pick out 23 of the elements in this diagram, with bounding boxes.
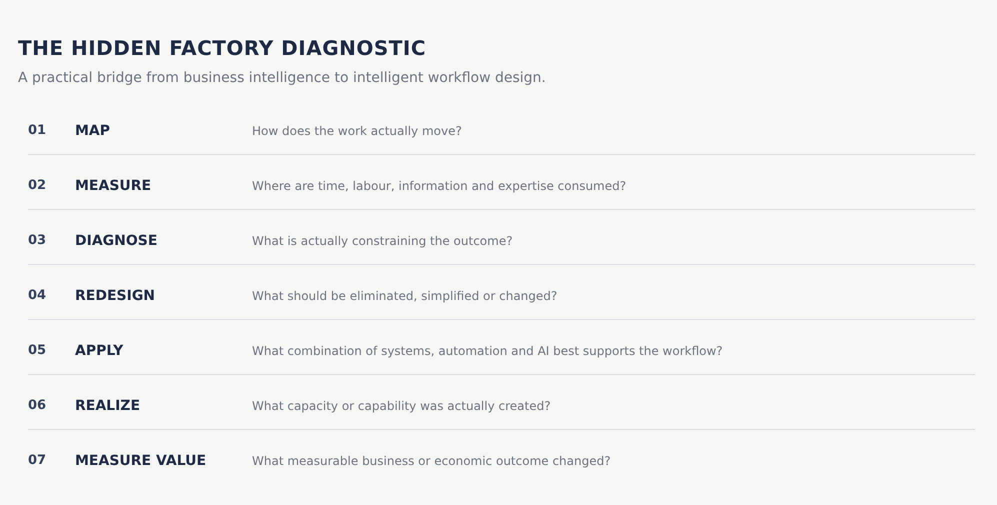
step-number: 05 <box>28 343 46 358</box>
step-name: MAP <box>75 123 110 139</box>
step-name: MEASURE VALUE <box>75 453 206 469</box>
step-number: 06 <box>28 398 46 413</box>
step-number: 07 <box>28 453 46 468</box>
step-name: REALIZE <box>75 398 140 414</box>
step-question: Where are time, labour, information and expertise consumed? <box>252 179 626 193</box>
step-question: What measurable business or economic outcome changed? <box>252 454 611 468</box>
step-question: What capacity or capability was actually created? <box>252 399 551 413</box>
step-name: APPLY <box>75 343 124 359</box>
step-question: What is actually constraining the outcome? <box>252 234 513 248</box>
page-title: THE HIDDEN FACTORY DIAGNOSTIC <box>18 36 426 60</box>
step-number: 01 <box>28 123 46 138</box>
step-question: How does the work actually move? <box>252 124 462 138</box>
step-number: 03 <box>28 233 46 248</box>
step-number: 02 <box>28 178 46 193</box>
step-name: REDESIGN <box>75 288 156 304</box>
step-number: 04 <box>28 288 46 303</box>
step-name: DIAGNOSE <box>75 233 158 249</box>
step-name: MEASURE <box>75 178 152 194</box>
step-question: What should be eliminated, simplified or changed? <box>252 289 558 303</box>
subtitle: A practical bridge from business intelligence to intelligent workflow design. <box>18 70 546 86</box>
step-question: What combination of systems, automation and AI best supports the workflow? <box>252 344 723 358</box>
